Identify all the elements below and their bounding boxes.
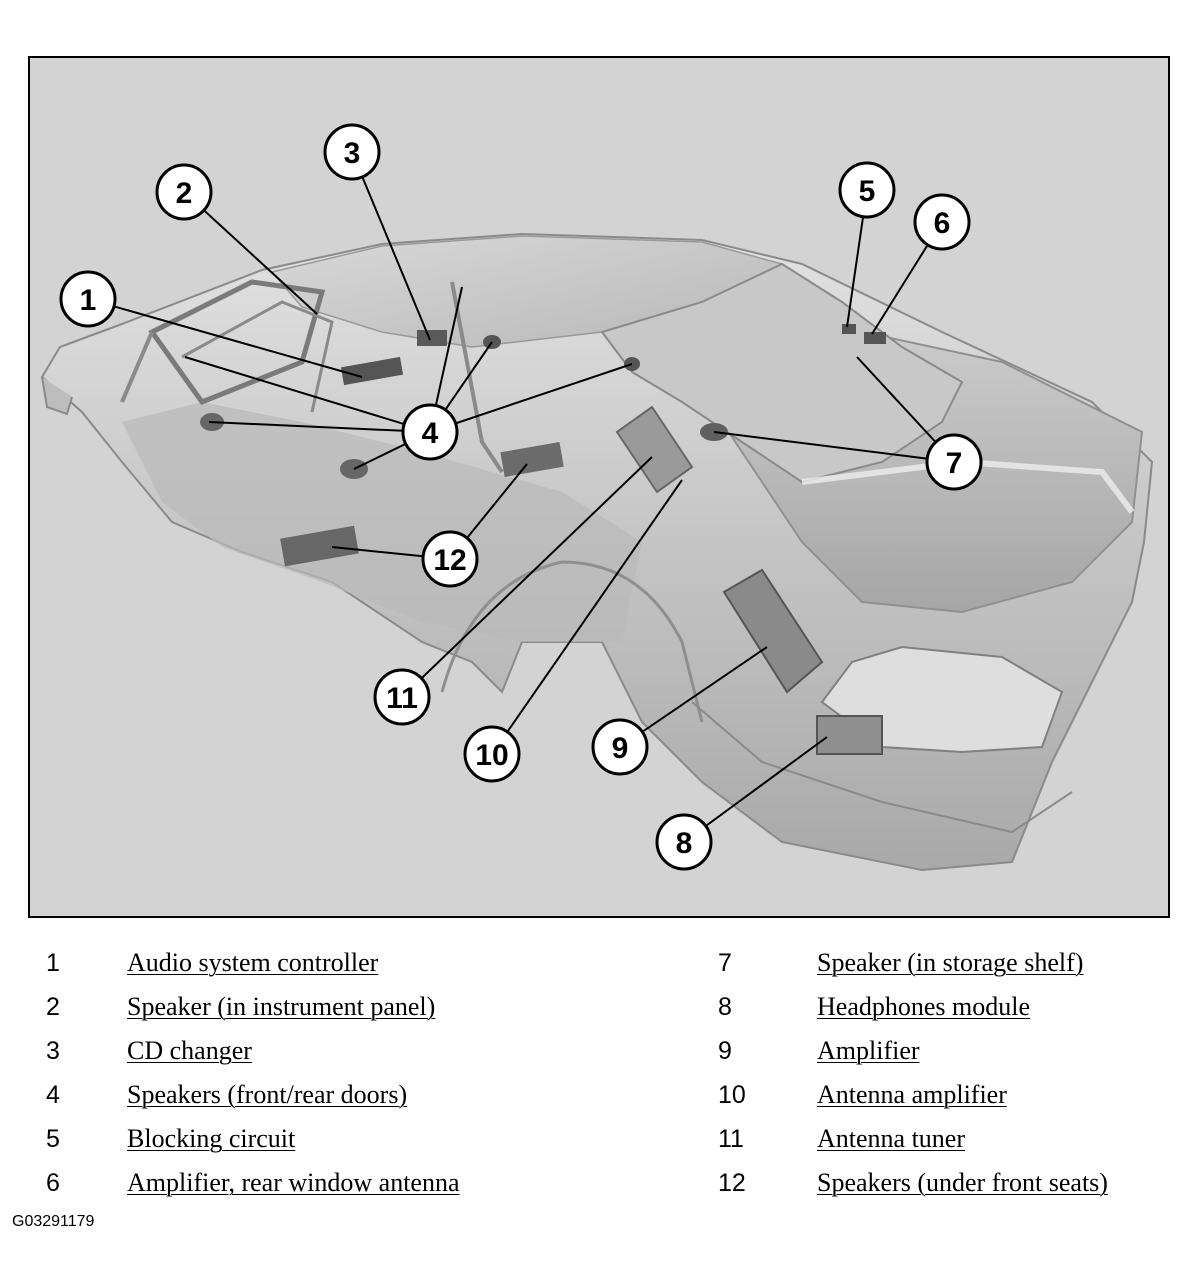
callout-circle — [838, 161, 896, 219]
components — [200, 324, 886, 755]
callout-11: 11 — [373, 668, 431, 726]
legend-number: 4 — [46, 1081, 60, 1109]
legend-link-speakers-under-front-seats[interactable]: Speakers (under front seats) — [817, 1168, 1108, 1197]
callout-5: 5 — [838, 161, 896, 219]
callout-circle — [323, 123, 381, 181]
car-body — [40, 232, 1154, 872]
callout-number: 1 — [80, 284, 97, 317]
legend-link-cd-changer[interactable]: CD changer — [127, 1036, 252, 1065]
callout-2: 2 — [155, 163, 213, 221]
callout-number: 10 — [475, 739, 508, 772]
legend-number: 1 — [46, 949, 60, 977]
callout-number: 4 — [422, 417, 439, 450]
callout-circle — [913, 193, 971, 251]
callout-circle — [155, 163, 213, 221]
callout-7: 7 — [925, 433, 983, 491]
callout-10: 10 — [463, 725, 521, 783]
callout-circle — [401, 403, 459, 461]
callout-circle — [373, 668, 431, 726]
callout-circle — [591, 718, 649, 776]
callout-number: 6 — [934, 207, 951, 240]
callout-number: 9 — [612, 732, 629, 765]
callout-number: 7 — [946, 447, 963, 480]
callout-8: 8 — [655, 813, 713, 871]
callout-number: 12 — [433, 544, 466, 577]
callout-number: 5 — [859, 175, 876, 208]
legend-link-blocking-circuit[interactable]: Blocking circuit — [127, 1124, 296, 1153]
callout-number: 2 — [176, 177, 193, 210]
legend-number: 9 — [718, 1037, 732, 1065]
figure-id: G03291179 — [12, 1213, 95, 1230]
legend-number: 7 — [718, 949, 732, 977]
legend-link-amplifier-rear-window-antenna[interactable]: Amplifier, rear window antenna — [127, 1168, 460, 1197]
callout-circle — [421, 530, 479, 588]
legend-number: 2 — [46, 993, 60, 1021]
callout-number: 8 — [676, 827, 693, 860]
leader-lines — [87, 151, 955, 843]
callout-3: 3 — [323, 123, 381, 181]
callout-circle — [59, 270, 117, 328]
legend-number: 6 — [46, 1169, 60, 1197]
legend-number: 8 — [718, 993, 732, 1021]
callout-number: 3 — [344, 137, 361, 170]
legend-number: 10 — [718, 1081, 746, 1109]
callout-4: 4 — [401, 403, 459, 461]
callout-9: 9 — [591, 718, 649, 776]
legend-link-audio-system-controller[interactable]: Audio system controller — [127, 948, 379, 977]
legend-number: 11 — [718, 1125, 744, 1153]
legend-link-antenna-tuner[interactable]: Antenna tuner — [817, 1124, 966, 1153]
callout-circle — [463, 725, 521, 783]
legend-link-speaker-storage-shelf[interactable]: Speaker (in storage shelf) — [817, 948, 1084, 977]
callout-circle — [925, 433, 983, 491]
legend-link-amplifier[interactable]: Amplifier — [817, 1036, 920, 1065]
legend-number: 12 — [718, 1169, 746, 1197]
legend-number: 5 — [46, 1125, 60, 1153]
callout-circle — [655, 813, 713, 871]
callout-6: 6 — [913, 193, 971, 251]
legend-link-headphones-module[interactable]: Headphones module — [817, 992, 1031, 1021]
callout-1: 1 — [59, 270, 117, 328]
legend-link-speakers-front-rear-doors[interactable]: Speakers (front/rear doors) — [127, 1080, 408, 1109]
legend-link-antenna-amplifier[interactable]: Antenna amplifier — [817, 1080, 1007, 1109]
legend-link-speaker-instrument-panel[interactable]: Speaker (in instrument panel) — [127, 992, 436, 1021]
callout-12: 12 — [421, 530, 479, 588]
callout-number: 11 — [386, 682, 418, 715]
legend-number: 3 — [46, 1037, 60, 1065]
